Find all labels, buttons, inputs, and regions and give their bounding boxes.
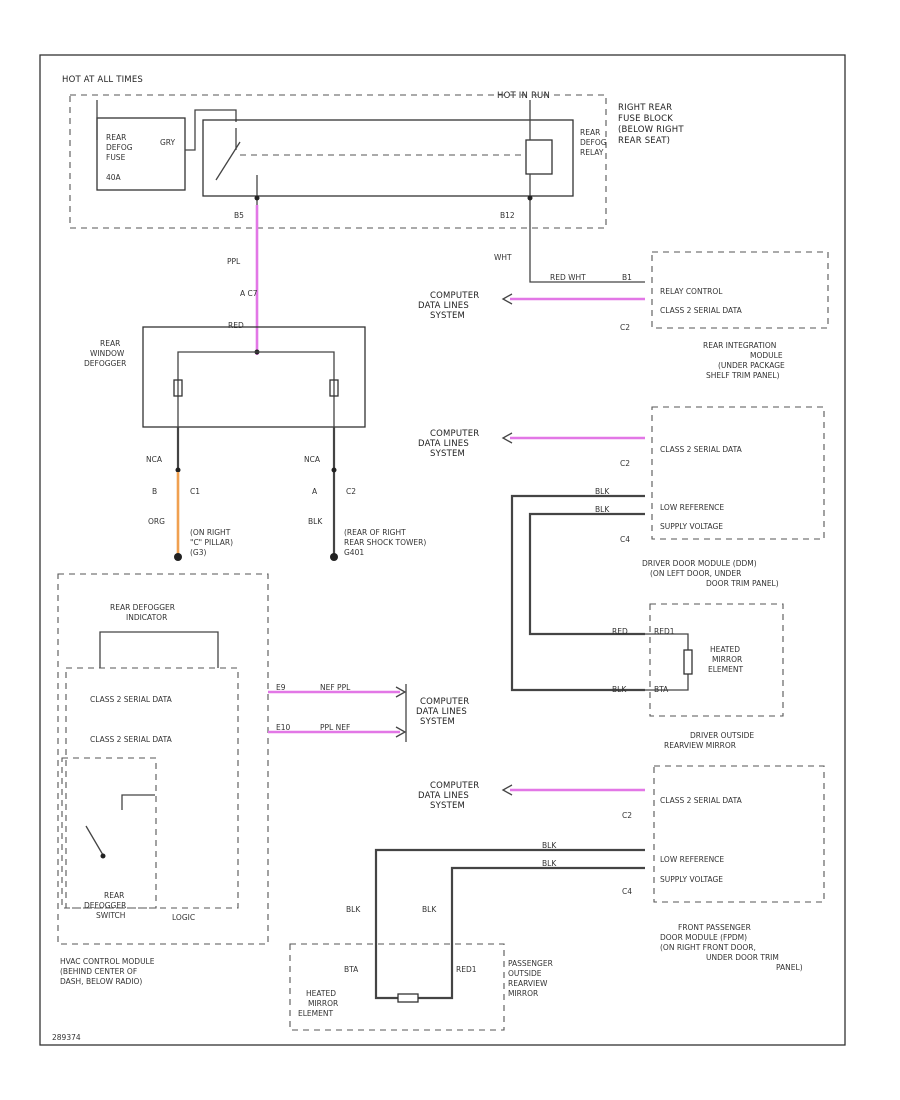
ddm-pin-c2: C2	[620, 459, 630, 468]
defogger-wire-top: RED	[228, 321, 244, 330]
ground-g401	[330, 553, 338, 561]
wire-ddm-supply-label: BLK	[595, 505, 610, 514]
wire-ddm-supply	[528, 512, 645, 636]
ddm-box	[651, 406, 825, 540]
ddm-label: DRIVER DOOR MODULE (DDM)(ON LEFT DOOR, U…	[642, 559, 779, 588]
wire-red-wht: RED WHT	[550, 273, 586, 282]
wire-e9-label: NEF PPL	[320, 683, 351, 692]
pin-b12: B12	[500, 211, 515, 220]
pass-mirror-pin-red: RED1	[456, 965, 477, 974]
defogger-box	[142, 326, 366, 428]
ground-g3	[174, 553, 182, 561]
pin-e9: E9	[276, 683, 286, 692]
defogger-grid	[177, 351, 335, 430]
pdm-pin-c2: C2	[622, 811, 632, 820]
pin-a-c2: A	[312, 487, 318, 496]
relay-switch	[215, 141, 241, 181]
wire-nca-right: NCA	[304, 455, 321, 464]
driver-mirror-red: RED	[612, 627, 628, 636]
wire-pdm-supply	[418, 866, 645, 1000]
wire-ddm-lowref-label: BLK	[595, 487, 610, 496]
hvac-box	[57, 573, 269, 945]
relay-box	[202, 119, 574, 197]
driver-mirror-box	[649, 603, 784, 717]
pin-b1: B1	[622, 273, 632, 282]
pass-mirror-box	[289, 943, 505, 1031]
wire-org-label: ORG	[148, 517, 165, 526]
driver-mirror-pin-red: RED1	[654, 627, 675, 636]
hvac-switch-area	[61, 757, 157, 909]
ddm-low-ref: LOW REFERENCE	[660, 503, 724, 512]
rim-pin-c2: C2	[620, 323, 630, 332]
wire-pass-blk-2: BLK	[422, 905, 437, 914]
ddm-pin-c4: C4	[620, 535, 630, 544]
wire-pdm-lowref-label: BLK	[542, 841, 557, 850]
wire-ddm-lowref	[510, 494, 645, 692]
wire-pdm-supply-label: BLK	[542, 859, 557, 868]
hot-in-run-label: HOT IN RUN	[497, 91, 550, 101]
wire-e10-label: PPL NEF	[320, 723, 350, 732]
pdm-supply: SUPPLY VOLTAGE	[660, 875, 723, 884]
hvac-class2-a: CLASS 2 SERIAL DATA	[90, 695, 173, 704]
wire-nca-left: NCA	[146, 455, 163, 464]
hvac-inner-box	[65, 667, 239, 909]
hvac-logic: LOGIC	[172, 913, 195, 922]
fuse-box	[96, 117, 186, 191]
wire-pass-blk-1: BLK	[346, 905, 361, 914]
relay-coil	[525, 139, 553, 175]
fuse-wire-color: GRY	[160, 138, 176, 147]
ground-g3-label: (ON RIGHT"C" PILLAR)(G3)	[190, 528, 233, 557]
pin-e10: E10	[276, 723, 291, 732]
pdm-low-ref: LOW REFERENCE	[660, 855, 724, 864]
rim-relay-control: RELAY CONTROL	[660, 287, 723, 296]
pdm-pin-c4: C4	[622, 887, 632, 896]
wire-pdm-lowref	[374, 848, 645, 1000]
pin-a-c7: A C7	[240, 289, 258, 298]
rim-box	[651, 251, 829, 329]
driver-mirror-pin-blk: BTA	[654, 685, 669, 694]
pass-mirror-pin-blk: BTA	[344, 965, 359, 974]
wire-blk-ground: BLK	[308, 517, 323, 526]
pin-b5: B5	[234, 211, 244, 220]
driver-mirror-blk: BLK	[612, 685, 627, 694]
pin-b-c1: B	[152, 487, 157, 496]
fuse-block-outline	[69, 94, 607, 229]
hot-at-all-times-label: HOT AT ALL TIMES	[62, 75, 143, 85]
fuse-rating: 40A	[106, 173, 122, 182]
pdm-box	[653, 765, 825, 903]
ddm-class2: CLASS 2 SERIAL DATA	[660, 445, 743, 454]
wire-wht: WHT	[494, 253, 512, 262]
ddm-supply: SUPPLY VOLTAGE	[660, 522, 723, 531]
pin-c2b: C2	[346, 487, 356, 496]
defogger-switch	[85, 825, 104, 856]
pdm-class2: CLASS 2 SERIAL DATA	[660, 796, 743, 805]
rim-class2: CLASS 2 SERIAL DATA	[660, 306, 743, 315]
pin-c1: C1	[190, 487, 200, 496]
diagram-frame	[39, 54, 846, 1046]
wire-ppl-label: PPL	[227, 257, 241, 266]
footer-code: 289374	[52, 1033, 81, 1042]
hvac-class2-b: CLASS 2 SERIAL DATA	[90, 735, 173, 744]
